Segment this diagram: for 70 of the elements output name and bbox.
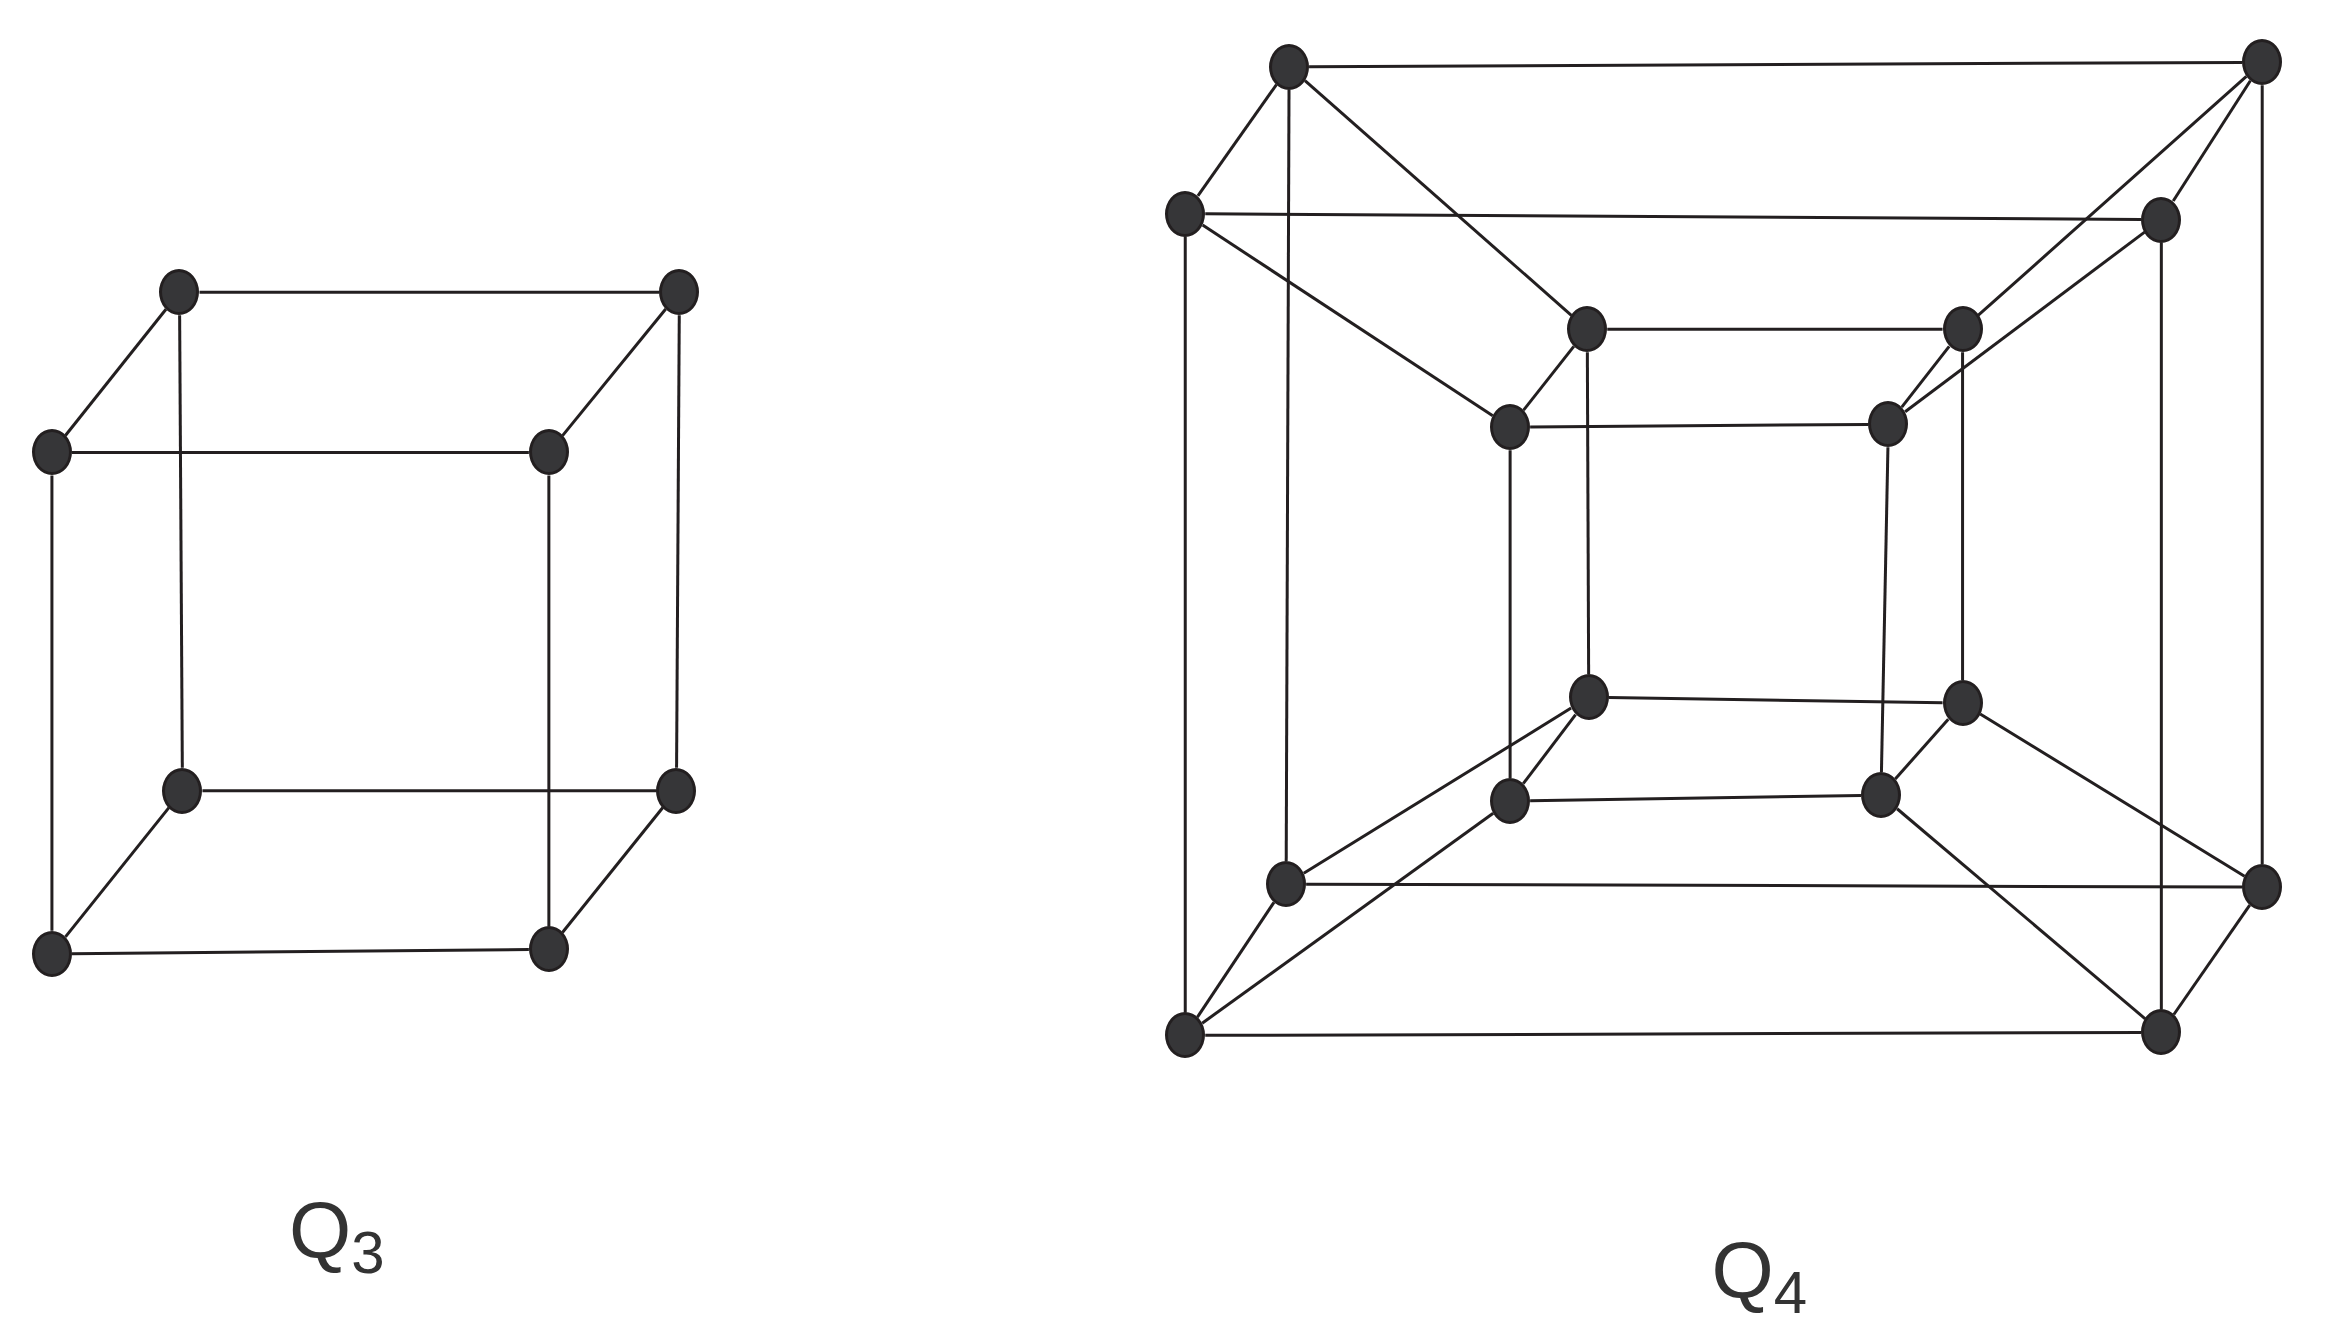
edge-line: [2159, 242, 2163, 1010]
edge-line: [50, 475, 54, 931]
vertex-dot: [1266, 861, 1307, 908]
vertex-dot: [1860, 772, 1901, 819]
edge-line: [1530, 793, 1861, 803]
vertex-dot: [528, 926, 569, 973]
edge-line: [1306, 882, 2243, 889]
edge-line: [1201, 812, 1495, 1025]
edge-line: [1196, 901, 1276, 1018]
edge-line: [178, 315, 184, 768]
vertex-dot: [159, 269, 200, 316]
edge-line: [675, 315, 681, 768]
edge-line: [547, 475, 551, 927]
vertex-dot: [2141, 1009, 2182, 1056]
vertex-dot: [1567, 306, 1608, 353]
edge-line: [202, 789, 657, 793]
vertex-dot: [162, 767, 203, 814]
edge-line: [1284, 89, 1291, 862]
graph-label: Q$_{3}$: [288, 1191, 385, 1272]
vertex-dot: [1490, 404, 1531, 451]
vertex-dot: [1568, 674, 1609, 721]
edge-line: [71, 948, 529, 956]
edge-line: [1508, 450, 1512, 779]
vertex-dot: [656, 767, 697, 814]
edge-line: [1979, 712, 2246, 878]
vertex-dot: [1165, 1012, 1206, 1059]
edge-line: [2171, 80, 2252, 202]
edge-line: [1608, 696, 1943, 705]
vertex-dot: [659, 269, 700, 316]
edge-line: [1196, 83, 1278, 197]
edge-line: [1977, 75, 2248, 317]
edge-line: [1879, 447, 1890, 773]
vertex-dot: [1490, 778, 1531, 825]
edge-line: [1183, 236, 1187, 1013]
edge-line: [1530, 422, 1869, 429]
edge-line: [561, 308, 667, 437]
vertex-dot: [31, 930, 72, 977]
edge-line: [1904, 230, 2146, 413]
edge-line: [1961, 352, 1965, 681]
edge-line: [1303, 79, 1573, 317]
vertex-dot: [2242, 39, 2283, 86]
edge-line: [1900, 345, 1951, 409]
edge-line: [1607, 327, 1943, 331]
edge-line: [1201, 223, 1494, 418]
graph-label: Q$_{4}$: [1711, 1231, 1808, 1312]
vertex-dot: [1269, 43, 1310, 90]
edge-line: [2260, 85, 2264, 865]
edge-line: [1302, 706, 1572, 875]
edge-line: [64, 308, 168, 437]
edge-line: [2172, 904, 2251, 1016]
vertex-dot: [31, 429, 72, 476]
vertex-dot: [1165, 190, 1206, 237]
edge-line: [1205, 1031, 2142, 1037]
edge-line: [561, 806, 665, 934]
edge-line: [1585, 352, 1591, 675]
vertex-dot: [1942, 306, 1983, 353]
edge-line: [199, 290, 660, 294]
edge-line: [1205, 212, 2142, 221]
edge-line: [1309, 60, 2243, 69]
vertex-dot: [1868, 401, 1909, 448]
edge-line: [1522, 713, 1577, 785]
edge-line: [1894, 718, 1950, 780]
vertex-dot: [2141, 196, 2182, 243]
vertex-dot: [2242, 864, 2283, 911]
edge-line: [64, 806, 171, 938]
vertex-dot: [1942, 680, 1983, 727]
edge-line: [1896, 807, 2147, 1020]
vertex-dot: [528, 429, 569, 476]
edge-line: [1522, 345, 1575, 412]
edge-line: [71, 450, 529, 454]
